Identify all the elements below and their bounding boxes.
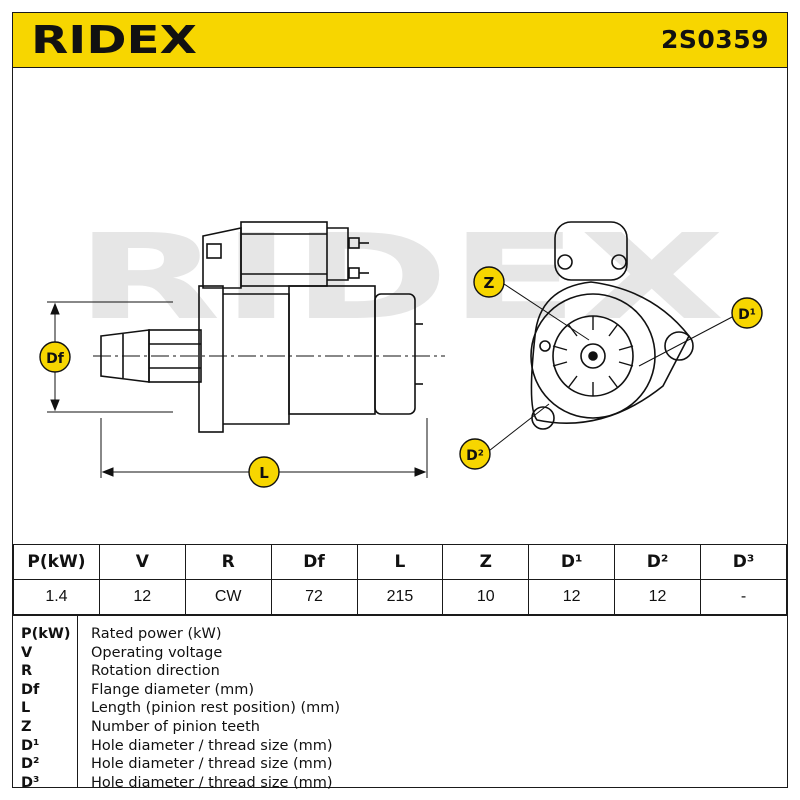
spec-value: 12 [98, 579, 186, 615]
mount-hole-d2 [531, 406, 555, 430]
legend: P(kW) Rated power (kW) V Operating volta… [13, 615, 787, 791]
legend-desc: Rotation direction [91, 663, 220, 680]
logo-text: RIDEX [31, 22, 197, 58]
legend-code: D¹ [21, 737, 40, 754]
legend-code: Z [21, 719, 32, 735]
drive-end-ring [530, 293, 656, 419]
spec-header: P(kW) [13, 544, 100, 580]
z-label: Z [484, 274, 495, 292]
spec-value-row: 1.4 12 CW 72 215 10 12 12 - [13, 579, 787, 615]
legend-desc: Flange diameter (mm) [91, 681, 255, 698]
legend-desc: Hole diameter / thread size (mm) [91, 756, 333, 773]
legend-code: P(kW) [21, 626, 71, 642]
spec-value: CW [184, 579, 272, 615]
legend-desc: Hole diameter / thread size (mm) [91, 774, 333, 791]
part-number: 2S0359 [661, 25, 769, 54]
spec-header: Z [442, 544, 530, 580]
z-badge [473, 266, 505, 298]
terminal-left [557, 254, 573, 270]
solenoid-cap [327, 227, 349, 281]
legend-row: Df Flange diameter (mm) [13, 682, 787, 701]
spec-value: 215 [356, 579, 444, 615]
legend-row: P(kW) Rated power (kW) [13, 626, 787, 645]
legend-desc: Number of pinion teeth [91, 719, 260, 735]
end-cover [374, 293, 416, 415]
d1-badge [731, 297, 763, 329]
pinion-hub [580, 343, 606, 369]
legend-desc: Length (pinion rest position) (mm) [91, 700, 341, 717]
starter-side-view [100, 221, 423, 433]
front-housing [530, 281, 690, 424]
legend-code: V [21, 644, 33, 661]
drawing-canvas: RIDEX [39, 208, 763, 488]
legend-code: D³ [21, 774, 40, 791]
spec-header: L [356, 544, 444, 580]
d1-leader [638, 315, 735, 367]
watermark-text: RIDEX [75, 208, 725, 346]
mounting-flange [198, 285, 224, 433]
legend-row: Z Number of pinion teeth [13, 719, 787, 738]
drive-housing-top [202, 227, 242, 289]
legend-row: L Length (pinion rest position) (mm) [13, 700, 787, 719]
spec-header: D³ [700, 544, 787, 580]
legend-row: D¹ Hole diameter / thread size (mm) [13, 738, 787, 757]
legend-code: R [21, 663, 33, 680]
header-bar: RIDEX 2S0359 [13, 13, 787, 68]
spec-header: V [98, 544, 186, 580]
l-badge [248, 456, 280, 488]
spec-header-row: P(kW) V R Df L Z D¹ D² D³ [13, 544, 787, 580]
legend-code: D² [21, 756, 40, 773]
spec-value: 72 [270, 579, 358, 615]
legend-desc: Operating voltage [91, 644, 223, 661]
spec-header: R [184, 544, 272, 580]
spec-value: - [700, 579, 787, 615]
d2-leader [484, 403, 550, 455]
legend-row: R Rotation direction [13, 663, 787, 682]
spec-table: P(kW) V R Df L Z D¹ D² D³ 1.4 12 CW 72 2… [13, 544, 787, 615]
legend-desc: Hole diameter / thread size (mm) [91, 737, 333, 754]
df-badge [39, 341, 71, 373]
legend-row: V Operating voltage [13, 645, 787, 664]
legend-code: L [21, 700, 31, 717]
pinion-nose [100, 329, 150, 383]
technical-drawing: RIDEX [13, 68, 787, 544]
legend-row: D² Hole diameter / thread size (mm) [13, 756, 787, 775]
df-label: Df [46, 351, 65, 367]
pinion-teeth [552, 316, 634, 396]
d2-badge [459, 438, 491, 470]
legend-divider [77, 616, 78, 788]
mount-hole-d1 [664, 331, 694, 361]
d1-label: D¹ [738, 307, 756, 323]
spec-header: D¹ [528, 544, 616, 580]
legend-code: Df [21, 681, 40, 698]
l-label: L [259, 464, 269, 482]
spec-header: D² [614, 544, 701, 580]
solenoid-front [554, 221, 628, 281]
small-hole [539, 340, 551, 352]
spec-value: 12 [614, 579, 701, 615]
spec-header: Df [270, 544, 358, 580]
terminal-right [611, 254, 627, 270]
legend-desc: Rated power (kW) [91, 626, 222, 642]
d2-label: D² [466, 448, 484, 464]
flange-bolt [206, 243, 222, 259]
spec-value: 1.4 [13, 579, 100, 615]
z-leader [500, 281, 590, 341]
ridex-logo: RIDEX [31, 22, 197, 58]
spec-value: 10 [442, 579, 530, 615]
legend-row: D³ Hole diameter / thread size (mm) [13, 775, 787, 794]
datasheet: RIDEX 2S0359 RIDEX [12, 12, 788, 791]
spec-value: 12 [528, 579, 616, 615]
